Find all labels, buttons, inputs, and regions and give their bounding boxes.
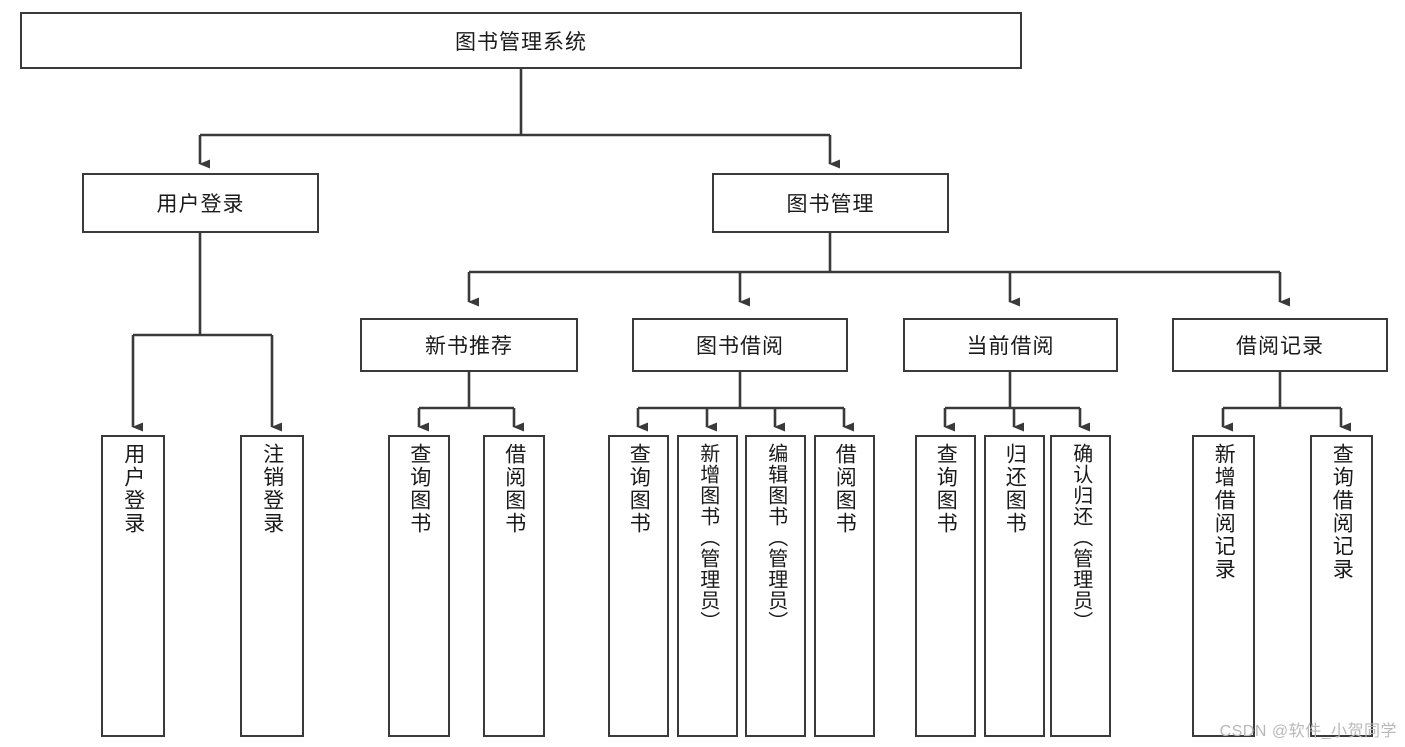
node-label: 查询图书 (934, 443, 958, 535)
watermark-text: CSDN @软件_小贺同学 (1219, 723, 1397, 740)
node-label: 用户登录 (156, 193, 245, 216)
node-leaf-borrow-book-recommend[interactable]: 借阅图书 (483, 435, 545, 737)
node-leaf-borrow-book[interactable]: 借阅图书 (814, 435, 875, 737)
node-label: 用户登录 (121, 443, 145, 535)
node-label: 归还图书 (1003, 443, 1027, 535)
node-label: 查询借阅记录 (1330, 443, 1354, 581)
node-leaf-query-borrow-record[interactable]: 查询借阅记录 (1310, 435, 1373, 737)
node-label: 当前借阅 (966, 335, 1055, 358)
node-label: 查询图书 (627, 443, 651, 535)
node-label: 新增借阅记录 (1212, 443, 1236, 581)
node-label: 新书推荐 (425, 335, 513, 358)
node-borrow-record[interactable]: 借阅记录 (1172, 318, 1388, 372)
node-leaf-logout-login[interactable]: 注销登录 (240, 435, 304, 737)
node-label: 借阅图书 (502, 443, 526, 535)
node-book-borrow[interactable]: 图书借阅 (632, 318, 848, 372)
node-label: 图书管理系统 (455, 30, 587, 54)
node-label: 借阅图书 (833, 443, 857, 535)
node-label: 注销登录 (260, 443, 284, 535)
node-leaf-confirm-return-admin[interactable]: 确认归还（管理员） (1050, 435, 1111, 737)
node-leaf-query-book-borrow[interactable]: 查询图书 (608, 435, 669, 737)
node-new-book-recommend[interactable]: 新书推荐 (360, 318, 578, 372)
node-book-management[interactable]: 图书管理 (712, 173, 949, 233)
node-label: 确认归还（管理员） (1069, 443, 1092, 632)
node-leaf-edit-book-admin[interactable]: 编辑图书（管理员） (745, 435, 806, 737)
node-leaf-query-book-recommend[interactable]: 查询图书 (388, 435, 450, 737)
node-label: 编辑图书（管理员） (764, 443, 787, 632)
node-label: 查询图书 (407, 443, 431, 535)
node-leaf-user-login[interactable]: 用户登录 (101, 435, 165, 737)
node-label: 新增图书（管理员） (696, 443, 719, 632)
node-leaf-add-borrow-record[interactable]: 新增借阅记录 (1192, 435, 1255, 737)
node-root-book-management-system[interactable]: 图书管理系统 (20, 12, 1022, 69)
node-leaf-add-book-admin[interactable]: 新增图书（管理员） (677, 435, 738, 737)
node-leaf-query-book-current[interactable]: 查询图书 (915, 435, 976, 737)
node-leaf-return-book[interactable]: 归还图书 (984, 435, 1045, 737)
node-label: 图书借阅 (696, 335, 784, 358)
node-label: 借阅记录 (1236, 335, 1324, 358)
node-current-borrow[interactable]: 当前借阅 (903, 318, 1118, 372)
node-label: 图书管理 (786, 193, 875, 216)
node-user-login[interactable]: 用户登录 (82, 173, 319, 233)
